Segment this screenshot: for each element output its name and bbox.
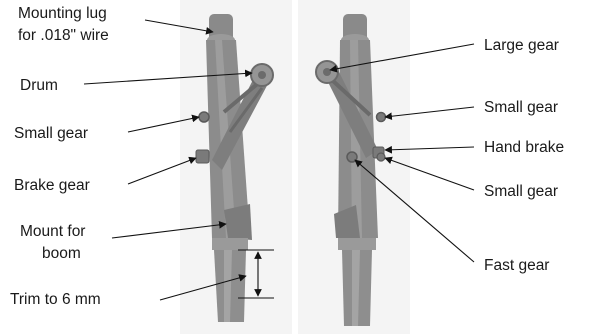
label-small-gear-right-1: Small gear [484,99,558,116]
label-drum: Drum [20,77,58,94]
label-fast-gear: Fast gear [484,257,549,274]
label-brake-gear: Brake gear [14,177,90,194]
label-small-gear-right-2: Small gear [484,183,558,200]
label-trim: Trim to 6 mm [10,291,101,308]
label-small-gear-left: Small gear [14,125,88,142]
label-mount-for-boom: Mount for boom [20,223,90,262]
label-mounting-lug: Mounting lug for .018" wire [18,5,111,44]
label-large-gear: Large gear [484,37,559,54]
label-hand-brake: Hand brake [484,139,564,156]
